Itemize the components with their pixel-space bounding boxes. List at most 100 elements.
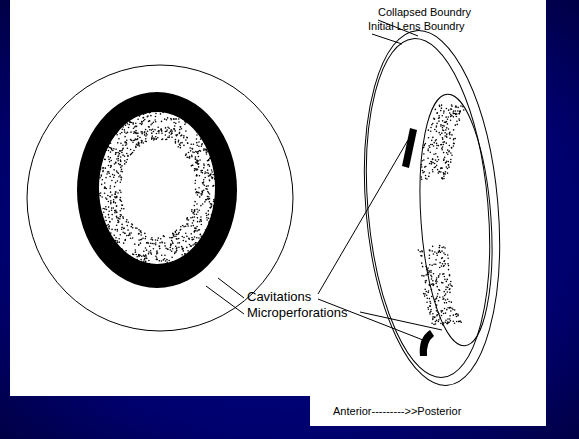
stipple-dot (450, 161, 452, 163)
stipple-dot (434, 163, 436, 165)
stipple-dot (99, 177, 101, 179)
stipple-dot (425, 175, 427, 177)
stipple-dot (105, 149, 107, 151)
stipple-dot (179, 129, 181, 131)
stipple-dot (201, 236, 203, 238)
stipple-dot (118, 241, 120, 243)
stipple-dot (214, 178, 216, 180)
stipple-dot (180, 126, 182, 128)
stipple-dot (445, 162, 447, 164)
stipple-dot (166, 259, 168, 261)
stipple-dot (149, 112, 151, 114)
stipple-dot (167, 248, 169, 250)
stipple-dot (424, 144, 426, 146)
stipple-dot (117, 242, 119, 244)
stipple-dot (207, 226, 209, 228)
stipple-dot (190, 217, 192, 219)
stipple-dot (178, 246, 180, 248)
stipple-dot (427, 157, 429, 159)
stipple-dot (428, 129, 430, 131)
stipple-dot (192, 151, 194, 153)
stipple-dot (111, 180, 113, 182)
stipple-dot (179, 229, 181, 231)
stipple-dot (448, 269, 450, 271)
stipple-dot (150, 115, 152, 117)
stipple-dot (195, 242, 197, 244)
stipple-dot (204, 177, 206, 179)
stipple-dot (210, 174, 212, 176)
stipple-dot (459, 110, 461, 112)
stipple-dot (431, 289, 433, 291)
stipple-dot (209, 157, 211, 159)
stipple-dot (129, 121, 131, 123)
stipple-dot (431, 124, 433, 126)
stipple-dot (135, 130, 137, 132)
stipple-dot (208, 159, 210, 161)
stipple-dot (170, 119, 172, 121)
stipple-dot (190, 144, 192, 146)
stipple-dot (130, 256, 132, 258)
stipple-dot (453, 143, 455, 145)
stipple-dot (178, 233, 180, 235)
stipple-dot (424, 293, 426, 295)
stipple-dot (422, 266, 424, 268)
stipple-dot (162, 138, 164, 140)
stipple-dot (442, 138, 444, 140)
stipple-dot (462, 106, 464, 108)
stipple-dot (171, 130, 173, 132)
stipple-dot (119, 133, 121, 135)
stipple-dot (152, 239, 154, 241)
stipple-dot (105, 220, 107, 222)
stipple-dot (448, 284, 450, 286)
stipple-dot (114, 174, 116, 176)
stipple-dot (117, 180, 119, 182)
stipple-dot (206, 172, 208, 174)
stipple-dot (457, 107, 459, 109)
stipple-dot (161, 254, 163, 256)
stipple-dot (120, 167, 122, 169)
stipple-dot (135, 254, 137, 256)
stipple-dot (138, 244, 140, 246)
stipple-dot (115, 162, 117, 164)
stipple-dot (151, 132, 153, 134)
stipple-dot (196, 151, 198, 153)
stipple-dot (174, 252, 176, 254)
stipple-dot (429, 249, 431, 251)
stipple-dot (454, 113, 456, 115)
stipple-dot (425, 178, 427, 180)
stipple-dot (127, 229, 129, 231)
stipple-dot (213, 199, 215, 201)
stipple-dot (446, 108, 448, 110)
stipple-dot (173, 122, 175, 124)
stipple-dot (442, 178, 444, 180)
stipple-dot (151, 135, 153, 137)
stipple-dot (445, 129, 447, 131)
stipple-dot (151, 138, 153, 140)
stipple-dot (108, 156, 110, 158)
stipple-dot (450, 119, 452, 121)
stipple-dot (211, 171, 213, 173)
stipple-dot (429, 264, 431, 266)
stipple-dot (444, 254, 446, 256)
stipple-dot (175, 231, 177, 233)
stipple-dot (436, 147, 438, 149)
stipple-dot (115, 191, 117, 193)
stipple-dot (429, 284, 431, 286)
stipple-dot (111, 229, 113, 231)
stipple-dot (188, 152, 190, 154)
stipple-dot (441, 147, 443, 149)
stipple-dot (119, 150, 121, 152)
stipple-dot (158, 130, 160, 132)
stipple-dot (425, 280, 427, 282)
stipple-dot (192, 212, 194, 214)
stipple-dot (174, 112, 176, 114)
stipple-dot (124, 129, 126, 131)
stipple-dot (447, 263, 449, 265)
stipple-dot (425, 291, 427, 293)
stipple-dot (196, 208, 198, 210)
stipple-dot (122, 147, 124, 149)
stipple-dot (442, 296, 444, 298)
stipple-dot (155, 138, 157, 140)
stipple-dot (432, 285, 434, 287)
